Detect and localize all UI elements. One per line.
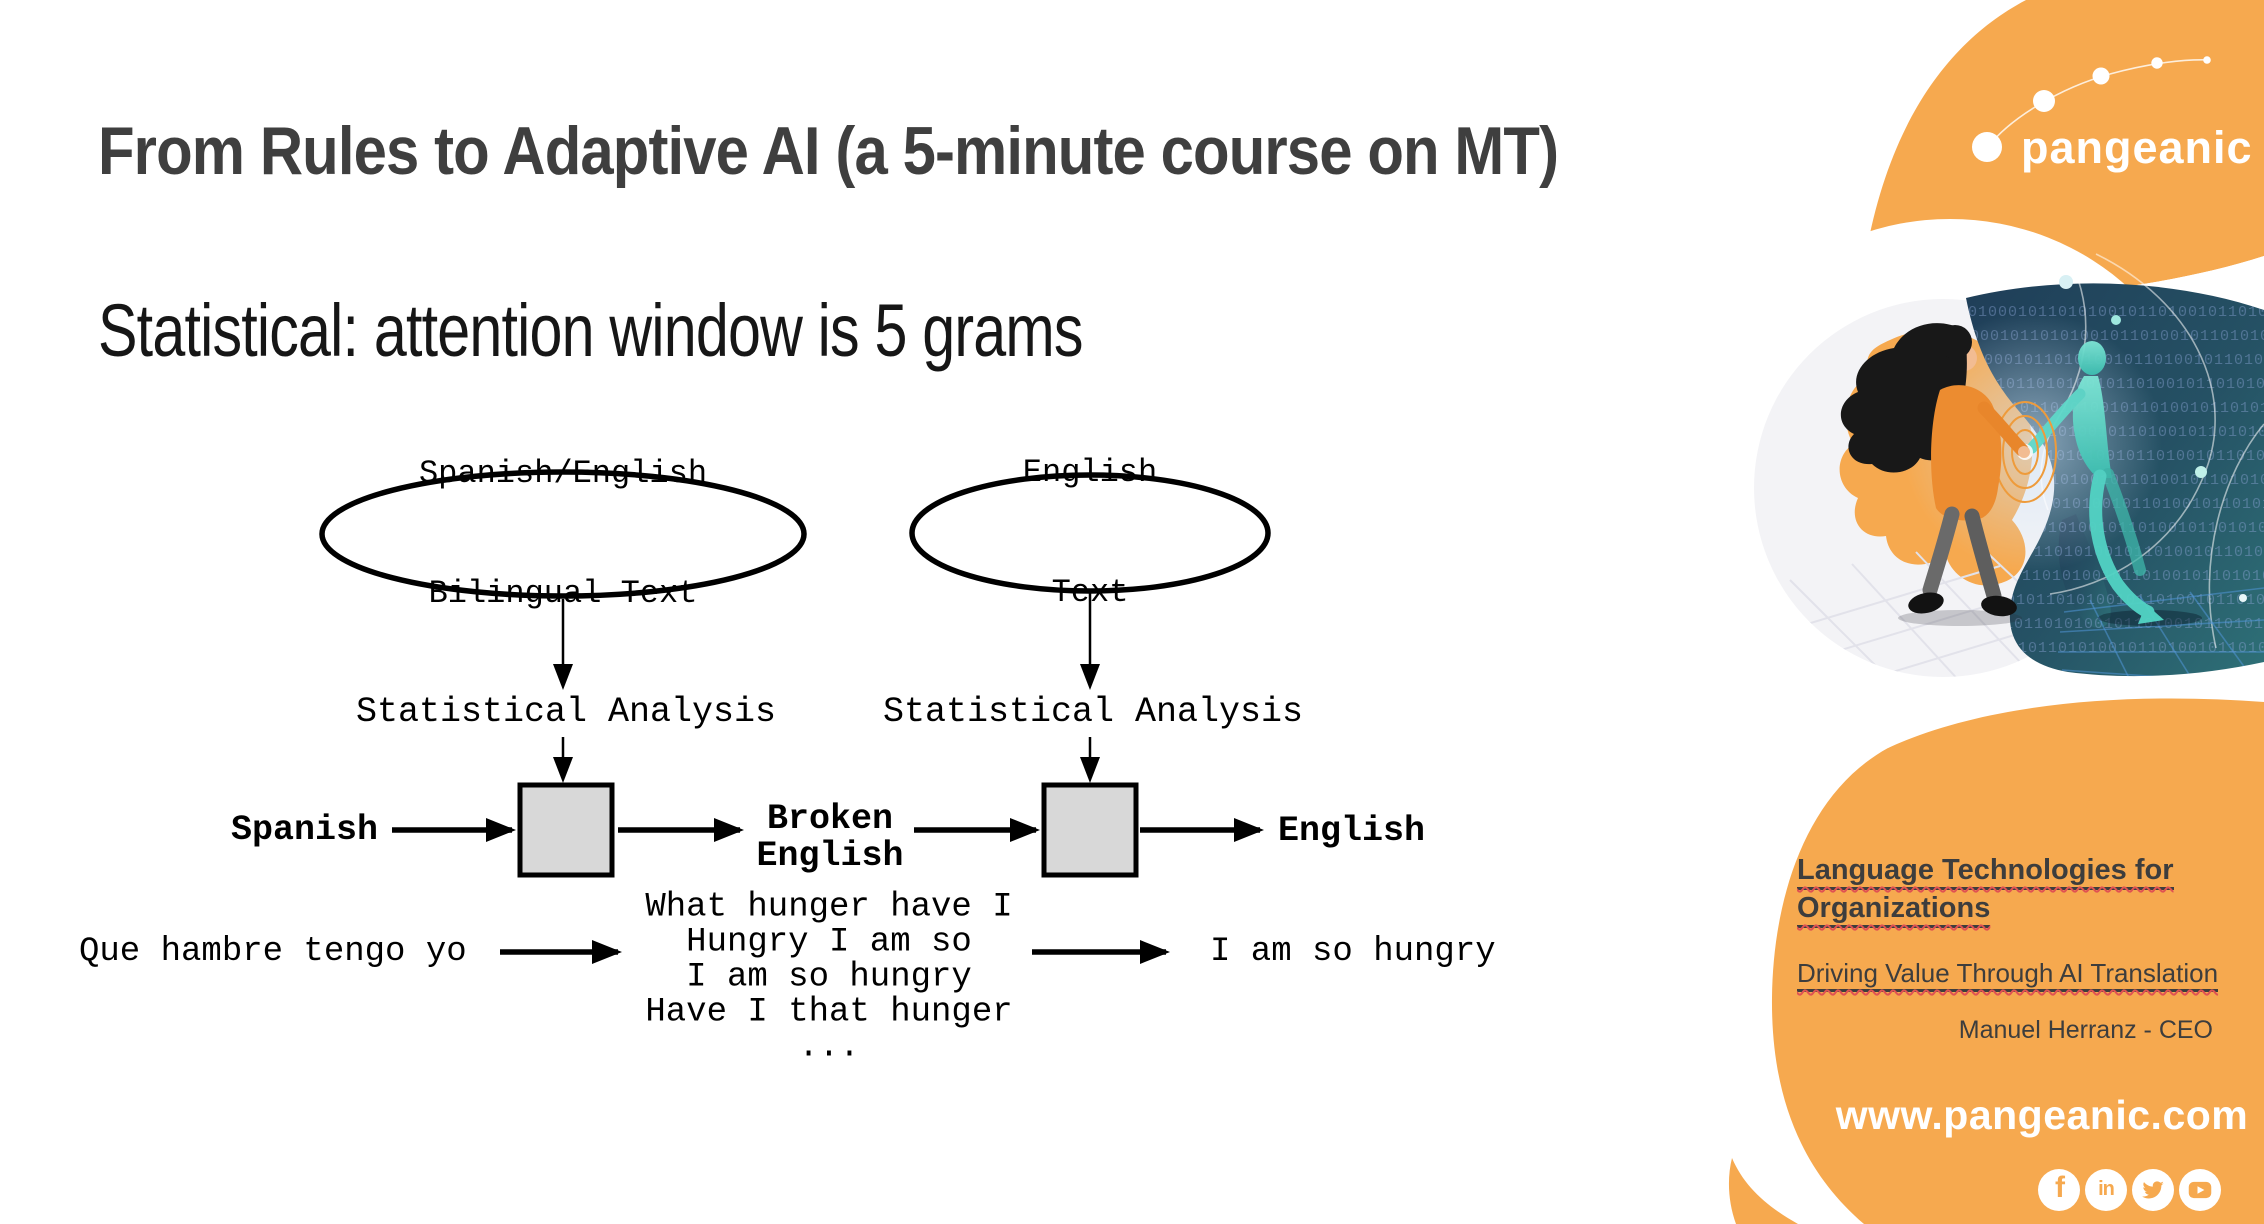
corpus-left-ellipse <box>319 469 807 599</box>
sidebar-link[interactable]: Driving Value Through AI Translation <box>1797 958 2219 992</box>
facebook-icon[interactable]: f <box>2038 1169 2080 1211</box>
orbit-dots <box>2059 275 2247 602</box>
example-source-sentence: Que hambre tengo yo <box>79 933 467 971</box>
example-hypotheses: What hunger have I Hungry I am so I am s… <box>645 888 1013 1067</box>
author-credit: Manuel Herranz - CEO <box>1958 1016 2213 1044</box>
social-icons-row: f in <box>2038 1169 2221 1211</box>
hypothesis-line: What hunger have I <box>645 888 1013 927</box>
slide-title: From Rules to Adaptive AI (a 5-minute co… <box>98 113 1559 189</box>
dark-floor-grid <box>2058 587 2264 677</box>
youtube-play-glyph <box>2188 1181 2212 1199</box>
corpus-left-label: Spanish/English Bilingual Text <box>418 455 708 612</box>
twitter-bird-glyph <box>2142 1181 2164 1199</box>
twitter-icon[interactable] <box>2132 1169 2174 1211</box>
translation-model-box-2 <box>1041 782 1139 878</box>
analysis-label-right: Statistical Analysis <box>882 692 1304 732</box>
example-result-sentence: I am so hungry <box>1210 933 1496 971</box>
logo-constellation <box>1972 56 2211 162</box>
pangeanic-wordmark: pangeanic <box>2021 122 2253 173</box>
corpus-right-label: English Text <box>1022 454 1158 611</box>
flow-intermediate-label: Broken English <box>756 799 904 876</box>
linkedin-icon[interactable]: in <box>2085 1169 2127 1211</box>
woman-figure <box>1840 323 2030 626</box>
corpus-right-ellipse <box>909 472 1271 594</box>
hypothesis-line: Hungry I am so <box>686 923 972 962</box>
translation-model-box-1 <box>517 782 615 878</box>
hypothesis-line: Have I that hunger <box>645 993 1013 1032</box>
hypothesis-line: ... <box>798 1028 860 1067</box>
digital-human-figure <box>2026 341 2202 626</box>
youtube-icon[interactable] <box>2179 1169 2221 1211</box>
slide-subtitle: Statistical: attention window is 5 grams <box>98 289 1084 372</box>
svg-text:010100010110101001011010010110: 0101000101101010010110100101101010011010 <box>1934 616 2264 633</box>
flow-source-label: Spanish <box>231 810 379 850</box>
orange-background-blob <box>1728 0 2264 1224</box>
sidebar-tagline[interactable]: Language Technologies for Organizations <box>1797 851 2197 928</box>
website-url[interactable]: www.pangeanic.com <box>1835 1092 2249 1138</box>
hypothesis-line: I am so hungry <box>686 958 972 997</box>
analysis-label-left: Statistical Analysis <box>355 692 777 732</box>
flow-target-label: English <box>1278 811 1426 851</box>
